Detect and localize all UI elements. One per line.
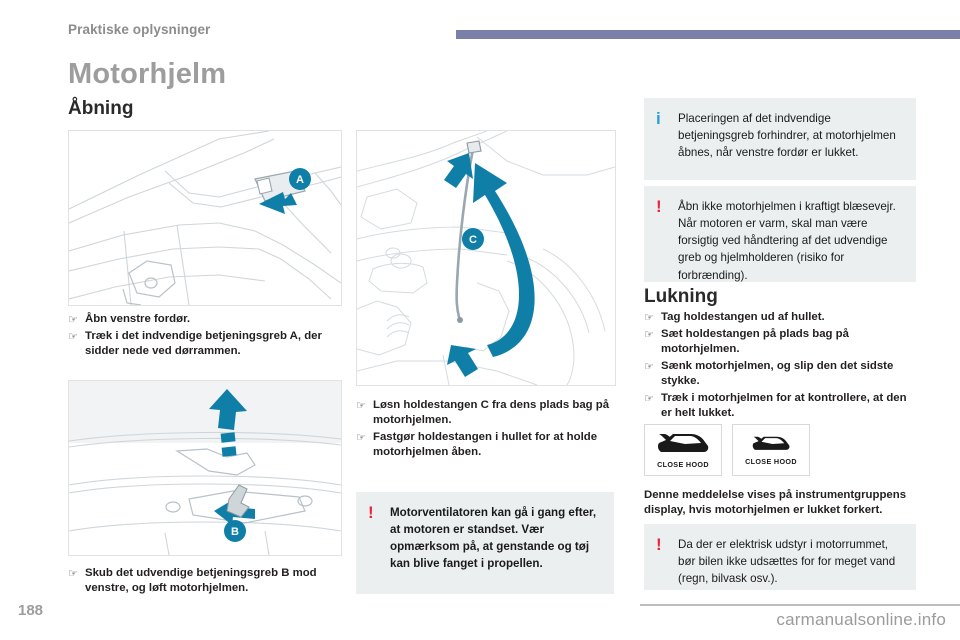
step-text: Sæt holdestangen på plads bag på motorhj… — [661, 328, 849, 356]
svg-text:C: C — [469, 234, 477, 246]
figure-interior-release-a: A — [68, 130, 342, 306]
figure-stay-rod-c: C — [356, 130, 616, 386]
step-text: Løsn holdestangen C fra dens plads bag p… — [373, 399, 610, 427]
svg-text:B: B — [231, 526, 239, 538]
header-rule — [456, 30, 960, 39]
bullet-marker: ☞ — [356, 400, 366, 412]
close-hood-note: Denne meddelelse vises på instrumentgrup… — [644, 489, 907, 517]
steps-closing: ☞ Tag holdestangen ud af hullet. ☞ Sæt h… — [644, 310, 920, 423]
bullet-marker: ☞ — [68, 314, 78, 326]
tile-caption: CLOSE HOOD — [745, 456, 797, 466]
bullet-marker: ☞ — [644, 329, 654, 342]
bullet-marker: ☞ — [644, 393, 654, 406]
warning-icon: ! — [656, 535, 662, 554]
callout-text: Åbn ikke motorhjelmen i kraftigt blæseve… — [678, 200, 896, 282]
info-icon: i — [656, 109, 661, 128]
callout-text: Motorventilatoren kan gå i gang efter, a… — [390, 506, 597, 571]
steps-open-part2: ☞ Skub det udvendige betjeningsgreb B mo… — [68, 566, 346, 598]
list-item: ☞ Løsn holdestangen C fra dens plads bag… — [356, 398, 618, 428]
list-item: ☞ Åbn venstre fordør. — [68, 312, 346, 327]
close-hood-tile-small: CLOSE HOOD — [732, 424, 810, 476]
step-text: Skub det udvendige betjeningsgreb B mod … — [85, 567, 317, 595]
bullet-marker: ☞ — [644, 361, 654, 374]
list-item: ☞ Træk i motorhjelmen for at kontrollere… — [644, 391, 920, 421]
step-text: Sænk motorhjelmen, og slip den det sidst… — [661, 360, 894, 388]
step-text: Fastgør holdestangen i hullet for at hol… — [373, 431, 598, 459]
steps-stay-rod: ☞ Løsn holdestangen C fra dens plads bag… — [356, 398, 618, 462]
list-item: ☞ Sæt holdestangen på plads bag på motor… — [644, 327, 920, 357]
callout-water-warning: ! Da der er elektrisk udstyr i motorrumm… — [644, 524, 916, 590]
close-hood-tiles: CLOSE HOOD CLOSE HOOD — [644, 424, 810, 476]
bullet-marker: ☞ — [356, 432, 366, 445]
step-text: Træk i motorhjelmen for at kontrollere, … — [661, 392, 907, 420]
footer-rule — [640, 604, 960, 606]
list-item: ☞ Træk i det indvendige betjeningsgreb A… — [68, 329, 346, 359]
list-item: ☞ Skub det udvendige betjeningsgreb B mo… — [68, 566, 346, 596]
steps-open-part1: ☞ Åbn venstre fordør. ☞ Træk i det indve… — [68, 312, 346, 361]
page-title: Motorhjelm — [68, 58, 227, 90]
warning-icon: ! — [368, 503, 374, 522]
callout-text: Da der er elektrisk udstyr i motorrummet… — [678, 538, 896, 586]
page-number: 188 — [18, 602, 44, 619]
callout-engine-fan: ! Motorventilatoren kan gå i gang efter,… — [356, 492, 614, 594]
warning-icon: ! — [656, 197, 662, 216]
car-hood-open-icon — [752, 436, 790, 450]
section-subtitle: Åbning — [68, 98, 134, 119]
callout-interior-release-info: i Placeringen af det indvendige betjenin… — [644, 98, 916, 180]
close-hood-tile-large: CLOSE HOOD — [644, 424, 722, 476]
bullet-marker: ☞ — [68, 568, 78, 580]
step-text: Træk i det indvendige betjeningsgreb A, … — [85, 330, 322, 358]
bullet-marker: ☞ — [644, 312, 654, 324]
list-item: ☞ Tag holdestangen ud af hullet. — [644, 310, 920, 325]
callout-wind-warning: ! Åbn ikke motorhjelmen i kraftigt blæse… — [644, 186, 916, 282]
step-text: Tag holdestangen ud af hullet. — [661, 311, 825, 323]
breadcrumb: Praktiske oplysninger — [68, 22, 211, 37]
closing-heading: Lukning — [644, 286, 718, 307]
list-item: ☞ Fastgør holdestangen i hullet for at h… — [356, 430, 618, 460]
callout-text: Placeringen af det indvendige betjenings… — [678, 112, 896, 160]
bullet-marker: ☞ — [68, 331, 78, 344]
tile-caption: CLOSE HOOD — [657, 459, 709, 469]
figure-exterior-release-b: B — [68, 380, 342, 556]
svg-text:A: A — [296, 174, 304, 186]
watermark: carmanualsonline.info — [776, 610, 946, 629]
car-hood-open-icon — [657, 433, 709, 452]
list-item: ☞ Sænk motorhjelmen, og slip den det sid… — [644, 359, 920, 389]
step-text: Åbn venstre fordør. — [85, 313, 191, 325]
